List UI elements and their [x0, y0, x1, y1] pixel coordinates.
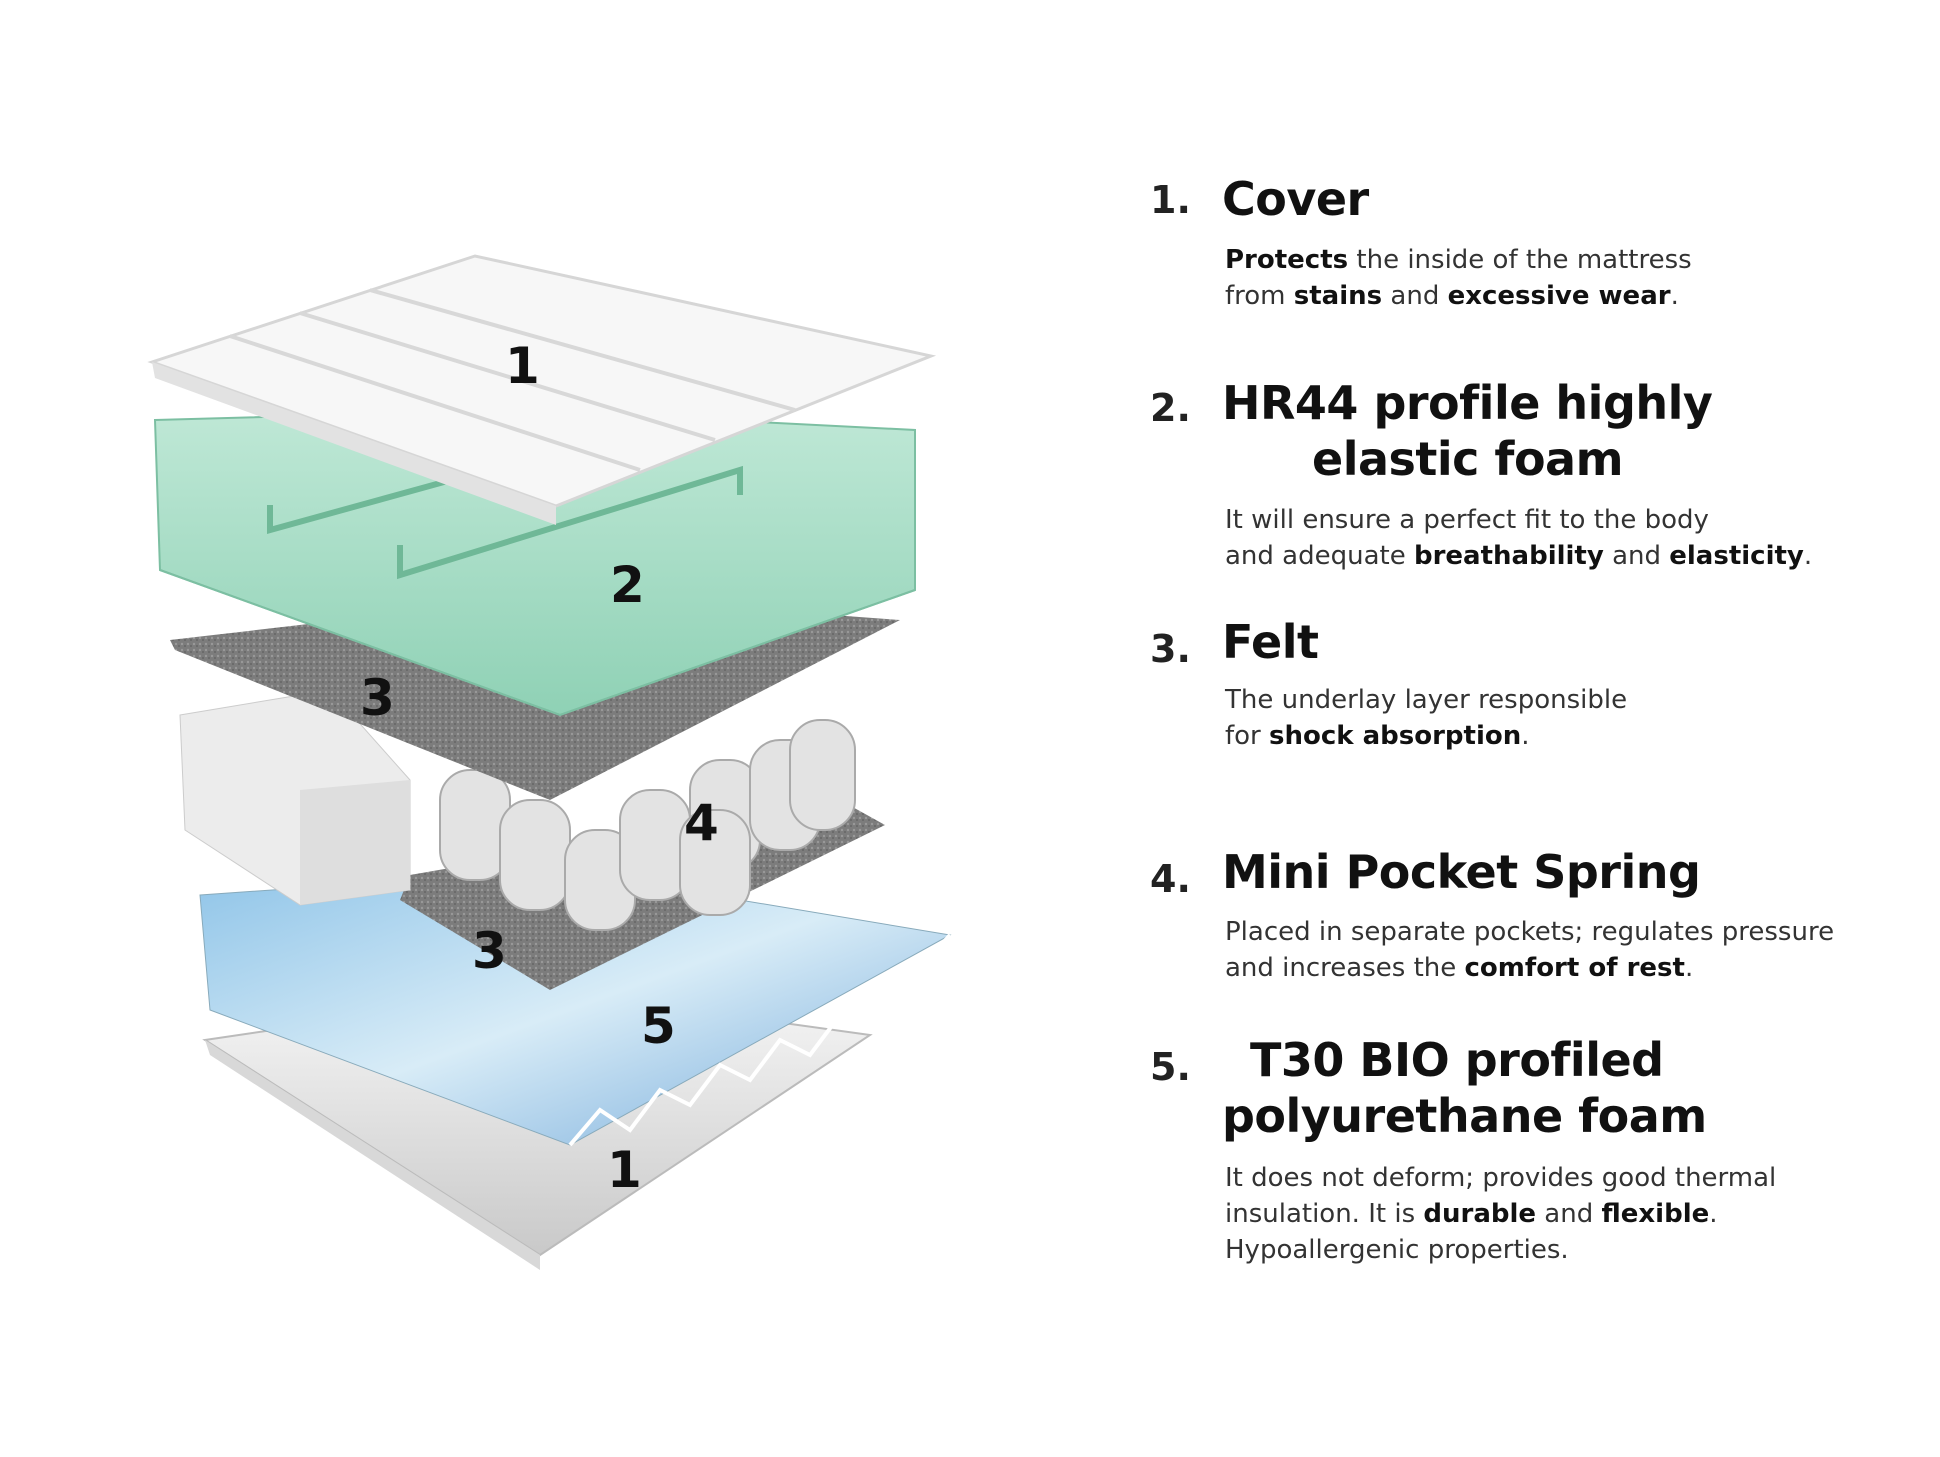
description-text: and	[1603, 541, 1670, 571]
description-text: .	[1670, 281, 1679, 311]
legend-description: Placed in separate pockets; regulates pr…	[1225, 914, 1834, 986]
pocket-springs	[439, 719, 856, 931]
legend-title: HR44 profile highly	[1222, 376, 1713, 430]
description-text: from	[1225, 281, 1294, 311]
legend-title-line2: polyurethane foam	[1222, 1089, 1707, 1143]
description-text: Hypoallergenic properties.	[1225, 1235, 1569, 1265]
legend-description: It will ensure a perfect fit to the body…	[1225, 502, 1812, 574]
layer-label: 1	[505, 337, 540, 395]
layer-label: 5	[641, 997, 676, 1055]
emphasis-text: Protects	[1225, 245, 1349, 275]
legend-title-line2: elastic foam	[1312, 432, 1624, 486]
legend-number: 3.	[1150, 627, 1191, 671]
edge-support-block	[179, 689, 411, 906]
description-text: and increases the	[1225, 953, 1465, 983]
legend-number: 4.	[1150, 857, 1191, 901]
description-text: .	[1803, 541, 1813, 571]
description-text: and adequate	[1225, 541, 1414, 571]
description-text: .	[1521, 721, 1530, 751]
description-text: for	[1225, 721, 1270, 751]
description-text: .	[1684, 953, 1694, 983]
mattress-layers-illustration: 1 2 3 4 3 5 1	[147, 254, 952, 1270]
emphasis-text: comfort of rest	[1464, 953, 1685, 983]
legend-description: It does not deform; provides good therma…	[1225, 1160, 1776, 1268]
emphasis-text: flexible	[1601, 1199, 1710, 1229]
emphasis-text: excessive wear	[1447, 281, 1671, 311]
layer-label: 3	[360, 669, 395, 727]
layer-label: 1	[607, 1141, 642, 1199]
description-text: the inside of the mattress	[1348, 245, 1692, 275]
emphasis-text: shock absorption	[1269, 721, 1522, 751]
description-text: .	[1709, 1199, 1718, 1229]
description-text: The underlay layer responsible	[1225, 685, 1628, 715]
emphasis-text: stains	[1293, 281, 1383, 311]
emphasis-text: durable	[1423, 1199, 1537, 1229]
emphasis-text: elasticity	[1669, 541, 1804, 571]
emphasis-text: breathability	[1413, 541, 1604, 571]
layer-label: 3	[472, 922, 507, 980]
description-text: and	[1536, 1199, 1602, 1229]
description-text: It does not deform; provides good therma…	[1225, 1163, 1777, 1193]
legend-title: Mini Pocket Spring	[1222, 845, 1701, 899]
layer-label: 4	[684, 794, 719, 852]
legend-title: Felt	[1222, 615, 1319, 669]
legend-number: 5.	[1150, 1045, 1191, 1089]
layer-label: 2	[610, 556, 645, 614]
legend-number: 2.	[1150, 386, 1191, 430]
green-foam-layer	[153, 408, 916, 717]
top-cover-layer	[147, 254, 937, 525]
description-text: Placed in separate pockets; regulates pr…	[1225, 917, 1835, 947]
description-text: and	[1382, 281, 1448, 311]
description-text: It will ensure a perfect fit to the body	[1225, 505, 1709, 535]
legend-description: The underlay layer responsible for shock …	[1225, 682, 1627, 754]
legend-number: 1.	[1150, 178, 1191, 222]
legend-title: T30 BIO profiled	[1250, 1033, 1664, 1087]
legend-title: Cover	[1222, 172, 1369, 226]
description-text: insulation. It is	[1225, 1199, 1424, 1229]
